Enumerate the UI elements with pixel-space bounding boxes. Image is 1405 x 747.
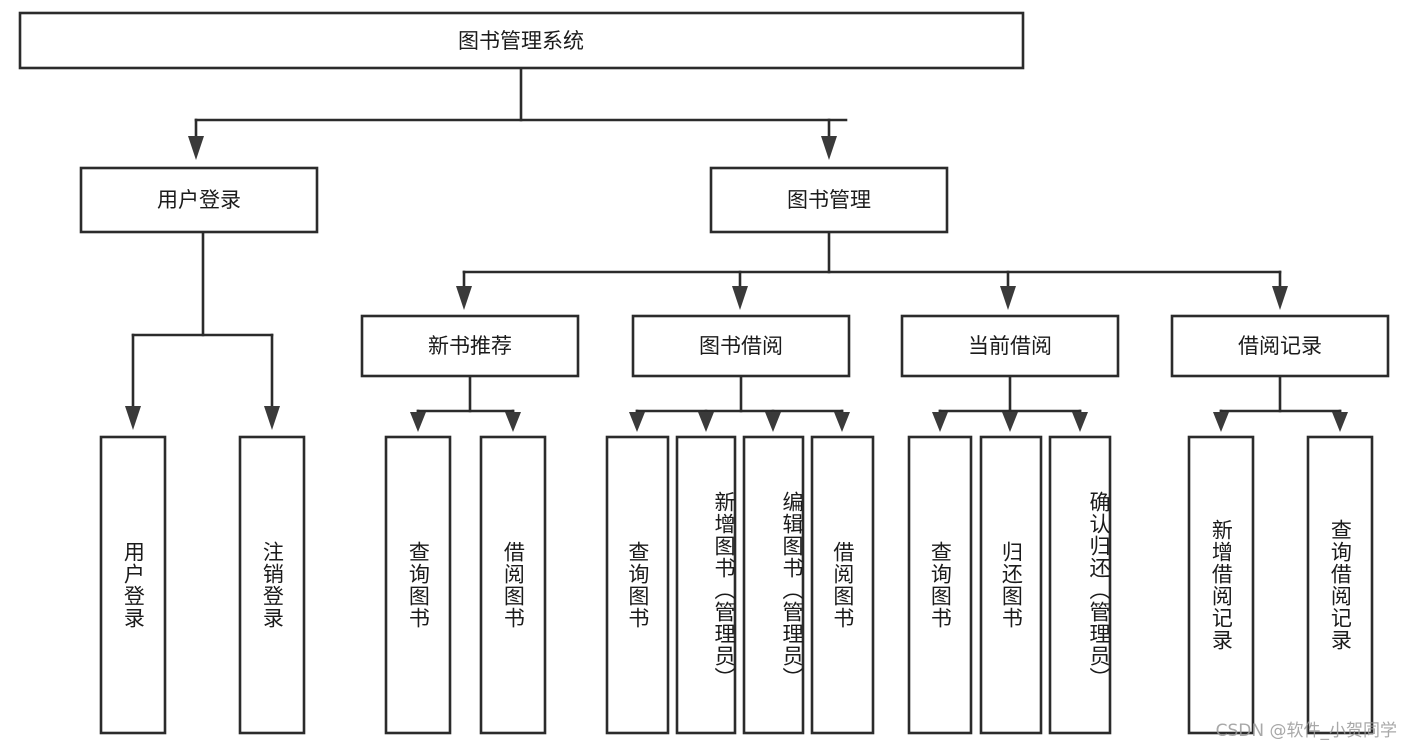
leaf-edit-book-box[interactable]: [742, 435, 805, 735]
arrow-head-book-borrow: [732, 286, 748, 310]
leaf-add-record-box[interactable]: [1187, 435, 1255, 735]
arrow-head-new-book-rec: [456, 286, 472, 310]
leaf-user-login-box[interactable]: [99, 435, 167, 735]
edge-group-borrow-record: [1213, 374, 1348, 432]
arrow-head-leaf-edit-book: [765, 412, 781, 432]
leaf-query-record-box[interactable]: [1306, 435, 1374, 735]
node-new-book-rec-box: [360, 314, 580, 378]
arrow-head-user-login: [188, 136, 204, 160]
arrow-head-leaf-query-book-1: [410, 412, 426, 432]
arrow-head-book-manage: [821, 136, 837, 160]
node-root-box: [18, 11, 1025, 70]
leaf-query-book-2-box[interactable]: [605, 435, 670, 735]
node-book-borrow-label: 图书借阅: [699, 334, 783, 358]
node-user-login[interactable]: 用户登录: [79, 166, 319, 234]
leaf-borrow-book-1-box[interactable]: [479, 435, 547, 735]
csdn-watermark: CSDN @软件_小贺同学: [1215, 721, 1397, 741]
edge-group-current-borrow: [932, 374, 1088, 432]
arrow-head-leaf-user-login: [125, 406, 141, 430]
node-book-manage-box: [709, 166, 949, 234]
leaf-boxes: [99, 435, 1374, 735]
edge-group-user-login: [125, 230, 280, 430]
node-borrow-record[interactable]: 借阅记录: [1170, 314, 1390, 378]
node-user-login-box: [79, 166, 319, 234]
node-current-borrow-label: 当前借阅: [968, 334, 1052, 358]
edge-group-book-borrow: [629, 374, 850, 432]
arrow-head-leaf-query-book-2: [629, 412, 645, 432]
edge-group-book-manage: [456, 230, 1288, 310]
edge-group-root: [188, 66, 848, 160]
node-root[interactable]: 图书管理系统: [18, 11, 1025, 70]
node-new-book-rec[interactable]: 新书推荐: [360, 314, 580, 378]
node-book-manage[interactable]: 图书管理: [709, 166, 949, 234]
arrow-head-leaf-confirm-return: [1072, 412, 1088, 432]
arrow-head-leaf-add-record: [1213, 412, 1229, 432]
arrow-head-current-borrow: [1000, 286, 1016, 310]
node-user-login-label: 用户登录: [157, 188, 241, 212]
leaf-borrow-book-2-box[interactable]: [810, 435, 875, 735]
node-root-label: 图书管理系统: [458, 29, 584, 53]
node-book-borrow[interactable]: 图书借阅: [631, 314, 851, 378]
node-current-borrow[interactable]: 当前借阅: [900, 314, 1120, 378]
arrow-head-leaf-query-book-3: [932, 412, 948, 432]
arrow-head-leaf-add-book: [698, 412, 714, 432]
leaf-user-logout-box[interactable]: [238, 435, 306, 735]
node-borrow-record-box: [1170, 314, 1390, 378]
arrow-head-leaf-return-book: [1002, 412, 1018, 432]
node-book-borrow-box: [631, 314, 851, 378]
arrow-head-leaf-query-record: [1332, 412, 1348, 432]
leaf-return-book-box[interactable]: [979, 435, 1043, 735]
edge-group-new-book-rec: [410, 374, 521, 432]
leaf-query-book-1-box[interactable]: [384, 435, 452, 735]
leaf-confirm-return-box[interactable]: [1048, 435, 1112, 735]
node-borrow-record-label: 借阅记录: [1238, 334, 1322, 358]
arrow-head-leaf-user-logout: [264, 406, 280, 430]
leaf-add-book-box[interactable]: [675, 435, 737, 735]
node-new-book-rec-label: 新书推荐: [428, 334, 512, 358]
node-book-manage-label: 图书管理: [787, 188, 871, 212]
node-current-borrow-box: [900, 314, 1120, 378]
arrow-head-leaf-borrow-book-1: [505, 412, 521, 432]
arrow-head-borrow-record: [1272, 286, 1288, 310]
leaf-query-book-3-box[interactable]: [907, 435, 973, 735]
arrow-head-leaf-borrow-book-2: [834, 412, 850, 432]
